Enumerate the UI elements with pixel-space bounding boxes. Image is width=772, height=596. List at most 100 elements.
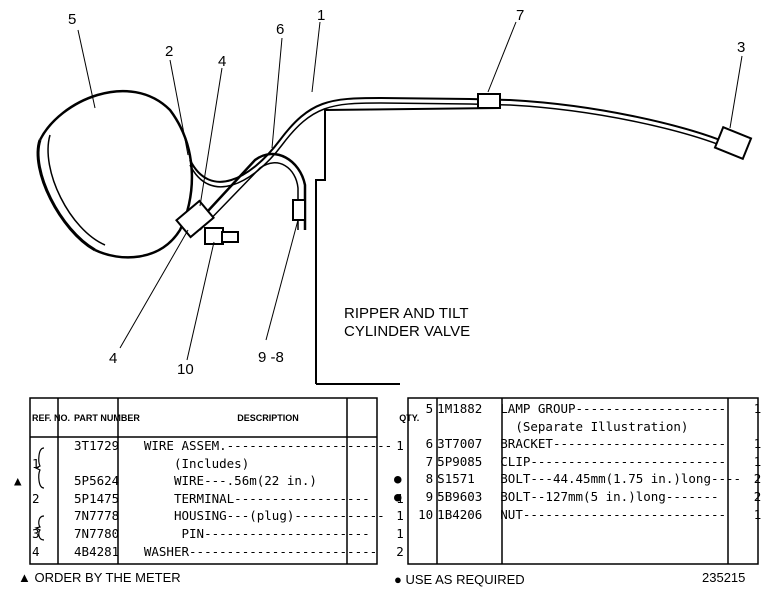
table-cell: WASHER-------------------------: [143, 543, 378, 559]
parts-table-left: REF. NO. PART NUMBER DESCRIPTION QTY. 3T…: [12, 399, 424, 560]
bolt-end: [221, 231, 239, 243]
valve-body-outline: [315, 107, 501, 384]
table-cell: 5: [425, 401, 434, 416]
table-cell: 10: [418, 506, 434, 522]
lamp-housing: [38, 89, 194, 259]
col-ref: REF. NO.: [32, 412, 71, 423]
table-cell: [743, 418, 772, 436]
table-cell: S1571: [437, 471, 475, 487]
table-cell: [12, 455, 30, 473]
table-cell: [392, 506, 408, 524]
table-cell: 1: [32, 455, 40, 471]
wire-assembly: [189, 96, 721, 183]
table-cell: [435, 418, 498, 436]
table-cell: ●: [394, 471, 402, 487]
valve-label-line1: RIPPER AND TILT: [344, 305, 468, 322]
table-cell: 2: [396, 543, 404, 559]
table-cell: [12, 543, 30, 561]
table-cell: 5P5624: [74, 473, 120, 489]
table-cell: 1: [753, 436, 762, 452]
table-cell: [392, 435, 408, 453]
callout-9-8: 9 -8: [258, 349, 284, 366]
table-cell: 1B4206: [437, 506, 483, 522]
table-row: ▲ 5P5624 WIRE---.56m(22 in.): [12, 472, 424, 490]
table-cell: 7N7778: [74, 508, 120, 524]
table-cell: 8: [425, 471, 434, 487]
table-cell: ●: [394, 488, 402, 504]
table-cell: 1: [396, 525, 404, 541]
table-cell: TERMINAL------------------: [143, 490, 370, 506]
callout-2: 2: [165, 43, 173, 60]
table-cell: 7: [425, 453, 434, 469]
table-cell: 1: [396, 508, 404, 524]
table-cell: [12, 490, 30, 508]
table-cell: [72, 455, 142, 473]
table-cell: BRACKET-----------------------: [500, 436, 727, 452]
triangle-icon: ▲: [18, 570, 31, 585]
table-cell: WIRE---.56m(22 in.): [143, 473, 317, 489]
table-cell: 4: [32, 543, 40, 559]
clip: [477, 93, 501, 109]
mounting-bolt: [292, 199, 306, 221]
table-cell: NUT---------------------------: [500, 506, 727, 522]
bullet-icon: ●: [394, 572, 402, 587]
table-cell: 5P1475: [74, 490, 120, 506]
table-cell: ▲: [14, 473, 22, 489]
table-cell: [30, 507, 72, 525]
table-row: (Separate Illustration): [392, 418, 772, 436]
lamp-assembly-diagram: 5 2 4 6 1 7 3 4 10 9 -8 RIPPER AND TILT …: [36, 7, 753, 385]
table-cell: [392, 453, 408, 471]
table-row: 3T1729 WIRE ASSEM.----------------------1: [12, 437, 424, 455]
callout-5: 5: [68, 11, 76, 28]
table-cell: WIRE ASSEM.----------------------: [143, 438, 393, 453]
table-cell: 3T1729: [74, 438, 120, 453]
table-cell: 9: [425, 488, 434, 504]
col-qty: QTY.: [399, 412, 420, 423]
table-cell: [12, 437, 30, 455]
bracket: [194, 152, 307, 230]
callout-6: 6: [276, 21, 284, 38]
lamp-rim: [36, 139, 96, 252]
col-desc: DESCRIPTION: [237, 412, 299, 423]
callout-3: 3: [737, 39, 745, 56]
table-cell: 2: [753, 488, 762, 504]
use-as-required-note: ● USE AS REQUIRED: [394, 572, 525, 587]
table-cell: 5P9085: [437, 453, 483, 469]
table-cell: 3T7007: [437, 436, 483, 452]
table-cell: [30, 437, 72, 455]
table-cell: CLIP--------------------------: [500, 453, 727, 469]
lamp-lens: [47, 134, 106, 246]
table-cell: (Includes): [143, 455, 250, 471]
table-cell: 2: [753, 471, 762, 487]
table-row: 1 (Includes): [12, 455, 424, 473]
table-cell: LAMP GROUP--------------------: [500, 401, 727, 416]
table-cell: 1: [753, 506, 762, 522]
table-cell: [12, 525, 30, 543]
table-cell: 1: [396, 438, 404, 453]
callout-1: 1: [317, 7, 325, 24]
table-cell: 6: [425, 436, 434, 452]
plug-housing: [713, 125, 753, 161]
table-cell: 2: [32, 490, 40, 506]
table-cell: 7N7780: [74, 525, 120, 541]
callout-7: 7: [516, 7, 524, 24]
table-cell: [392, 400, 408, 418]
callout-4-bottom: 4: [109, 350, 117, 367]
col-part: PART NUMBER: [74, 412, 140, 423]
table-cell: 1M1882: [437, 401, 483, 416]
table-cell: [392, 418, 408, 436]
table-cell: HOUSING---(plug)------------: [143, 508, 385, 524]
illustration-number: 235215: [702, 570, 746, 585]
washer: [175, 199, 215, 239]
